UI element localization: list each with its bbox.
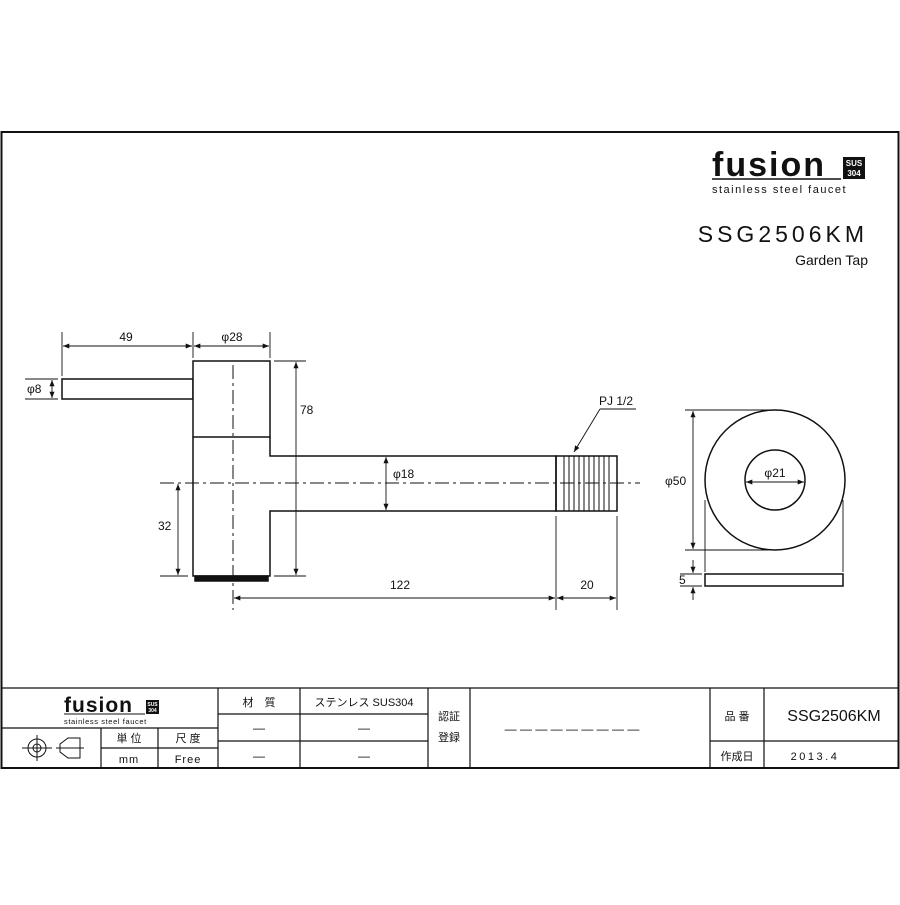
dim-handle-diameter: φ8	[27, 382, 42, 396]
dim-thread-length: 20	[580, 578, 594, 592]
sheet-frame	[0, 131, 900, 769]
scale-label: 尺 度	[175, 731, 200, 745]
dim-axis-height: 32	[158, 519, 172, 533]
brand-name: fusion	[712, 146, 826, 184]
part-no-label: 品 番	[724, 710, 749, 723]
sus-badge	[843, 157, 865, 179]
approval-label-1: 認証	[438, 709, 460, 723]
dimension-lines	[25, 332, 636, 610]
flange-front-view	[704, 409, 846, 551]
dim-flange-inner: φ21	[764, 466, 785, 480]
svg-text:fusion: fusion	[64, 694, 133, 717]
unit-value: mm	[119, 754, 139, 766]
model-description: Garden Tap	[795, 252, 868, 268]
brand-logo: fusion SUS 304 stainless steel faucet	[712, 146, 865, 196]
approval-label-2: 登録	[438, 730, 460, 744]
brand-tagline: stainless steel faucet	[712, 184, 847, 196]
title-block	[1, 687, 899, 768]
handle-rod	[61, 378, 194, 400]
approval-value: — — — — — — — — —	[505, 722, 640, 736]
svg-text:stainless steel faucet: stainless steel faucet	[64, 717, 147, 726]
flange-dimension-lines	[680, 409, 844, 600]
svg-text:304: 304	[148, 708, 157, 714]
material-value: ステンレス SUS304	[314, 697, 413, 709]
dim-handle-length: 49	[119, 330, 133, 344]
dimension-labels: 49 φ28 78 φ18 32 122 20 φ8 PJ 1/2	[27, 330, 633, 592]
dim-flange-outer: φ50	[665, 474, 686, 488]
tap-side-view	[61, 360, 618, 582]
svg-text:—: —	[358, 749, 370, 763]
dim-body-diameter: φ28	[221, 330, 242, 344]
svg-text:—: —	[253, 721, 265, 735]
unit-label: 単 位	[116, 731, 141, 745]
centerlines	[160, 365, 640, 610]
svg-text:—: —	[253, 749, 265, 763]
svg-text:SUS: SUS	[147, 702, 158, 708]
dim-spout-length: 122	[390, 578, 410, 592]
flange-dimension-labels: φ50 φ21 5	[665, 466, 786, 587]
dim-spout-diameter: φ18	[393, 467, 414, 481]
dim-flange-thickness: 5	[679, 573, 686, 587]
svg-text:SUS: SUS	[846, 159, 863, 168]
tap-body	[192, 437, 557, 577]
part-no-value: SSG2506KM	[787, 708, 880, 725]
scale-value: Free	[175, 754, 202, 766]
flange-side-view	[704, 573, 844, 587]
svg-text:—: —	[358, 721, 370, 735]
svg-text:304: 304	[847, 169, 861, 178]
material-label: 材 質	[243, 695, 276, 709]
date-value: 2013.4	[791, 751, 840, 763]
date-label: 作成日	[721, 750, 754, 763]
model-title: SSG2506KM	[698, 221, 868, 247]
projection-symbol	[22, 735, 84, 761]
thread-spec: PJ 1/2	[599, 394, 633, 408]
tap-head	[192, 360, 271, 438]
dim-body-height: 78	[300, 403, 314, 417]
title-block-logo: fusion SUS 304 stainless steel faucet	[64, 694, 159, 726]
title-block-text: 材 質 ステンレス SUS304 — — — — 認証 登録 — — — — —…	[116, 695, 880, 766]
base-foot	[194, 575, 269, 582]
